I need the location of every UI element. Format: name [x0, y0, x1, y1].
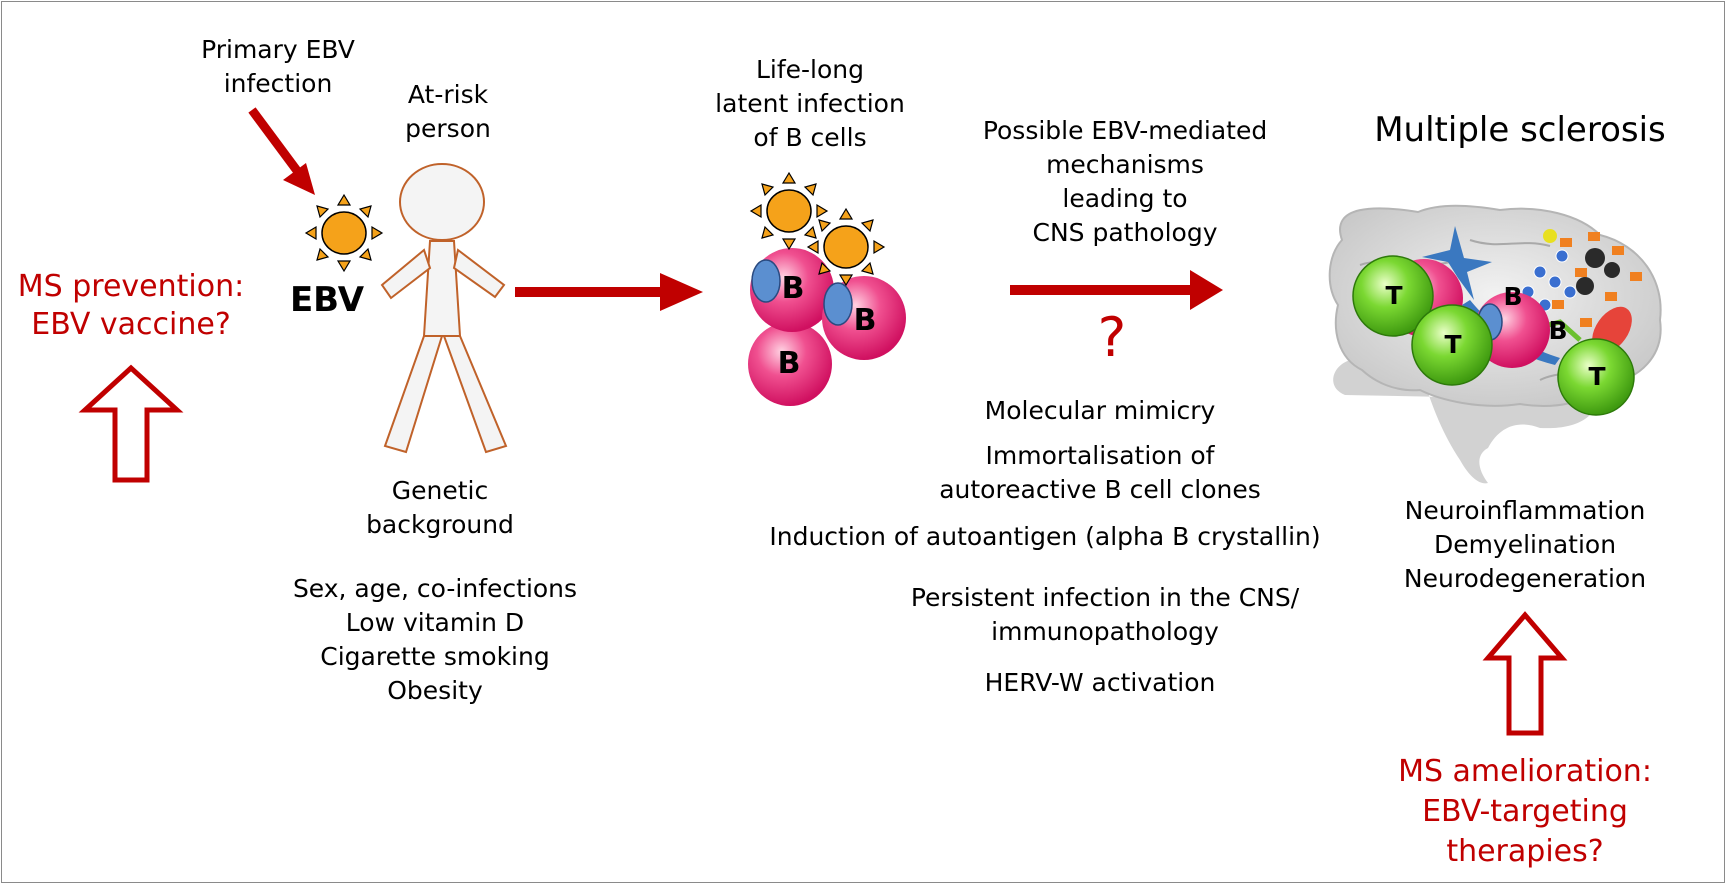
brain-immune-cells — [1352, 255, 1635, 416]
prevention-up-arrow — [78, 364, 184, 483]
ms-outcomes: Neuroinflammation Demyelination Neurodeg… — [1403, 496, 1647, 593]
t-cell-label-2: T — [1444, 330, 1462, 359]
ebv-label: EBV — [289, 280, 365, 320]
primary-infection-label: Primary EBV infection — [201, 35, 355, 98]
latent-infection-label: Life-long latent infection of B cells — [715, 55, 905, 152]
b-cell-label-2: B — [853, 303, 877, 338]
ebv-virus-icon — [305, 194, 383, 272]
prevention-label: MS prevention: EBV vaccine? — [17, 269, 245, 342]
b-cell-cluster — [748, 172, 906, 406]
progression-arrow-2 — [1010, 270, 1223, 310]
at-risk-person-label: At-risk person — [405, 80, 491, 143]
mechanism-item: Molecular mimicry — [984, 396, 1216, 425]
amelioration-label: MS amelioration: EBV-targeting therapies… — [1398, 754, 1652, 869]
person-figure — [380, 163, 508, 454]
brain-b-cell-label-2: B — [1548, 316, 1568, 345]
infection-arrow — [248, 107, 315, 195]
amelioration-up-arrow — [1482, 611, 1568, 736]
t-cell-label-3: T — [1588, 362, 1606, 391]
progression-arrow-1 — [515, 273, 703, 311]
question-mark: ? — [1097, 306, 1127, 369]
mechanisms-title: Possible EBV-mediated mechanisms leading… — [982, 116, 1268, 247]
mechanism-item: Immortalisation of autoreactive B cell c… — [939, 441, 1261, 504]
t-cell-label-1: T — [1385, 281, 1403, 310]
ms-title: Multiple sclerosis — [1374, 110, 1666, 150]
b-cell-label-1: B — [781, 271, 805, 306]
risk-factors-list: Sex, age, co-infections Low vitamin D Ci… — [292, 574, 578, 705]
b-cell-label-3: B — [777, 346, 801, 381]
mechanism-item: HERV-W activation — [984, 668, 1216, 697]
brain-b-cell-label-1: B — [1503, 282, 1523, 311]
mechanism-item: Persistent infection in the CNS/ immunop… — [910, 583, 1300, 646]
genetic-background-label: Genetic background — [366, 476, 514, 539]
mechanism-item: Induction of autoantigen (alpha B crysta… — [769, 522, 1321, 551]
